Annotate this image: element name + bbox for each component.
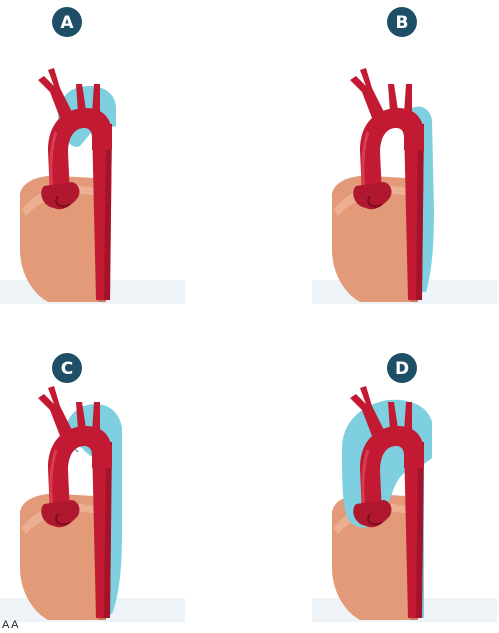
panel-label-badge xyxy=(52,7,82,37)
panel-label: C xyxy=(61,359,73,379)
panel-a: A xyxy=(0,7,185,304)
panel-label-badge xyxy=(52,353,82,383)
footer-text: A A xyxy=(2,619,19,631)
panel-b: B xyxy=(312,7,497,304)
panel-label: D xyxy=(395,359,409,379)
panel-label: B xyxy=(396,13,409,33)
panel-label-badge xyxy=(387,353,417,383)
panel-label: A xyxy=(60,13,74,33)
panel-c: C xyxy=(0,353,185,622)
panel-label-badge xyxy=(387,7,417,37)
panel-d: D xyxy=(312,353,497,622)
